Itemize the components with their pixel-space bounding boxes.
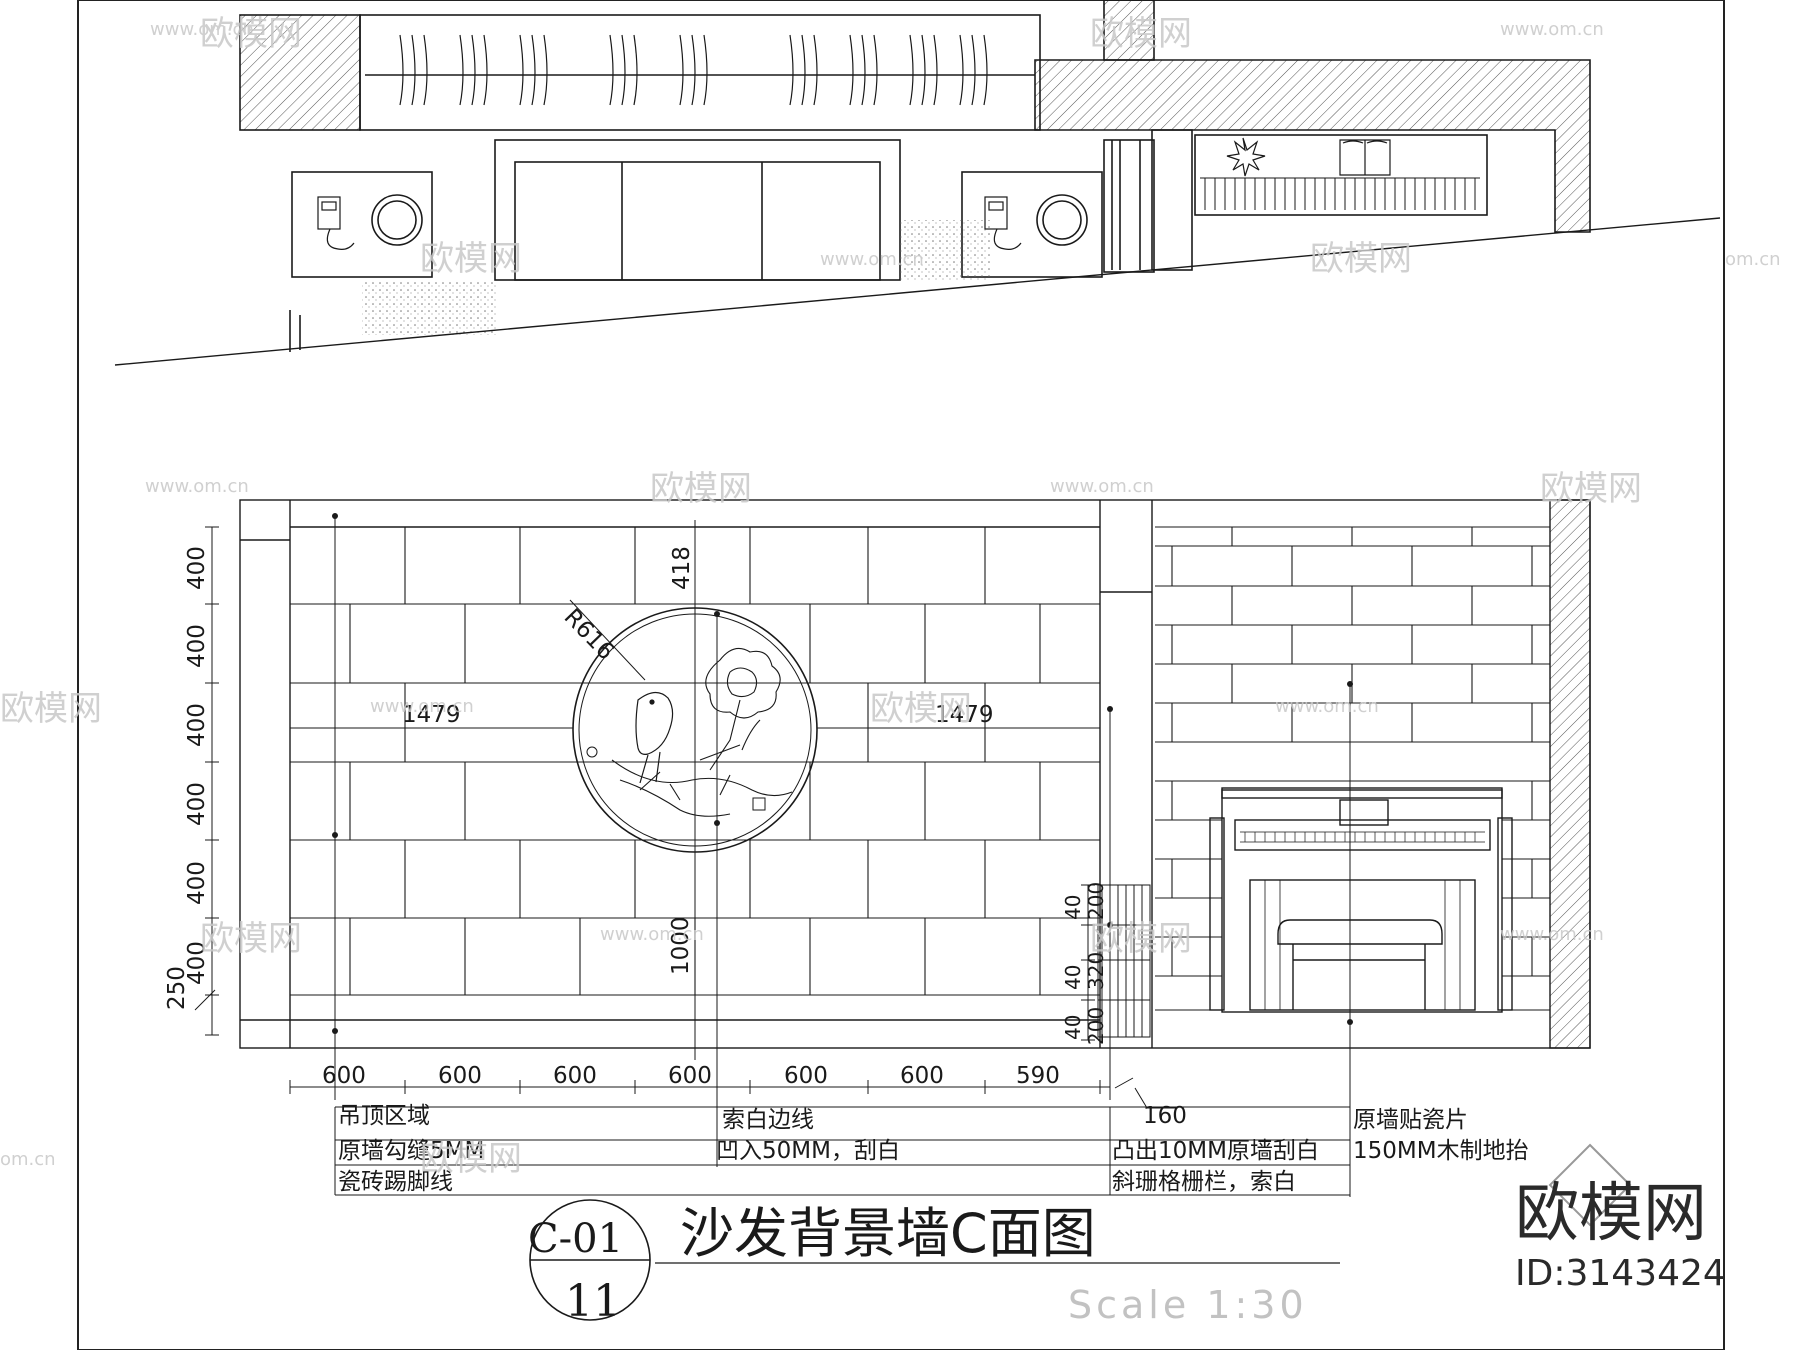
left-row-dim: 400 (184, 703, 210, 747)
right-stack-dim: 320 (1084, 952, 1108, 990)
right-stack-dim: 40 (1061, 895, 1085, 920)
dimension-lines (194, 513, 1353, 1197)
radius-label: R616 (559, 604, 619, 665)
sheet-number: 11 (565, 1276, 621, 1327)
plan-view (114, 0, 1721, 366)
drawing-title: 沙发背景墙C面图 (680, 1202, 1096, 1265)
scale-label: Scale 1:30 (1068, 1283, 1308, 1327)
note-text: 瓷砖踢脚线 (338, 1169, 453, 1195)
phone-icon (984, 196, 1022, 250)
note-text: 原墙勾缝5MM (338, 1138, 484, 1164)
phone-icon (317, 196, 355, 250)
watermark-brand: 欧模网 (200, 919, 302, 959)
plan-piano-keys (1200, 177, 1480, 210)
bird-icon (635, 691, 674, 784)
watermark-brand: 欧模网 (1310, 239, 1412, 279)
watermark-brand: 欧模网 (200, 14, 302, 54)
book-icon (1339, 139, 1391, 176)
elevation-wall-right (1549, 499, 1591, 1049)
plan-wall-left (239, 14, 361, 131)
bottom-dim: 600 (553, 1063, 597, 1089)
bottom-dim: 600 (322, 1063, 366, 1089)
note-text: 150MM木制地抬 (1353, 1138, 1529, 1164)
brand-stamp: 欧模网 ID:3143424 (1515, 1143, 1726, 1294)
watermark-brand: 欧模网 (650, 469, 752, 509)
watermark-brand: 欧模网 (420, 239, 522, 279)
watermark-site: www.om.cn (1500, 19, 1604, 40)
bottom-dim: 600 (784, 1063, 828, 1089)
watermark-brand: 欧模网 (420, 1139, 522, 1179)
plan-wall-column (1103, 0, 1155, 61)
plan-piano (1194, 134, 1488, 216)
plan-side-table-left (291, 171, 433, 278)
base-dim: 250 (164, 966, 190, 1010)
right-span-label: 1479 (935, 702, 994, 728)
right-stack-dim: 40 (1061, 965, 1085, 990)
watermark-brand: 欧模网 (870, 689, 972, 729)
side-dim: 160 (1143, 1103, 1187, 1129)
title-block: C-01 11 沙发背景墙C面图 Scale 1:30 (528, 1199, 1340, 1327)
watermark-brand: 欧模网 (0, 689, 102, 729)
sheet-border (77, 0, 1725, 1350)
note-text: 吊顶区域 (338, 1103, 430, 1129)
branch-icon (611, 759, 793, 817)
note-text: 原墙贴瓷片 (1353, 1107, 1468, 1133)
left-row-dim: 400 (184, 941, 210, 985)
watermark-site: www.om.cn (1275, 696, 1379, 717)
medallion-drop-label: 1000 (668, 916, 694, 975)
piano-elevation (1209, 787, 1513, 1013)
watermark-site: www.om.cn (820, 249, 924, 270)
elevation-wall (239, 499, 1591, 1049)
watermark-site: www.om.cn (145, 476, 249, 497)
bottom-dim: 600 (438, 1063, 482, 1089)
left-row-dim: 400 (184, 546, 210, 590)
right-stack-dim: 200 (1084, 882, 1108, 920)
watermark-site: www.om.cn (1500, 924, 1604, 945)
watermark-site: om.cn (0, 1149, 56, 1170)
right-stack-dim: 40 (1061, 1015, 1085, 1040)
brand-logo-text: 欧模网 (1515, 1177, 1707, 1251)
watermark-site: www.om.cn (370, 696, 474, 717)
watermark-site: www.om.cn (600, 924, 704, 945)
lamp-icon (371, 194, 423, 246)
note-text: 凹入50MM，刮白 (716, 1138, 900, 1164)
watermark-brand: 欧模网 (1090, 919, 1192, 959)
flower-icon (1226, 137, 1266, 177)
material-notes: 吊顶区域 原墙勾缝5MM 瓷砖踢脚线 索白边线 凹入50MM，刮白 凸出10MM… (338, 1103, 1529, 1195)
watermark-site: www.om.cn (150, 19, 254, 40)
right-stack-dim: 200 (1084, 1007, 1108, 1045)
top-gap-label: 418 (669, 546, 695, 590)
left-row-dim: 400 (184, 861, 210, 905)
watermark-brand: 欧模网 (1090, 14, 1192, 54)
watermark-brand: 欧模网 (1540, 469, 1642, 509)
plan-ceiling-strip (359, 14, 1041, 131)
watermarks: 欧模网 欧模网 欧模网 欧模网 欧模网 欧模网 欧模网 欧模网 欧模网 欧模网 … (0, 14, 1781, 1179)
note-text: 凸出10MM原墙刮白 (1112, 1138, 1319, 1164)
dimension-text: R616 418 1479 1479 1000 400 400 400 400 … (164, 546, 1187, 1129)
watermark-site: om.cn (1725, 249, 1781, 270)
note-text: 斜珊格栅栏，索白 (1112, 1169, 1296, 1195)
note-text: 索白边线 (722, 1107, 814, 1133)
plan-section-line (114, 217, 1721, 366)
plan-wall-right (1034, 59, 1591, 233)
bottom-dim: 600 (668, 1063, 712, 1089)
brand-id: ID:3143424 (1515, 1253, 1726, 1294)
plan-sofa-seat (514, 161, 881, 281)
watermark-site: www.om.cn (1050, 476, 1154, 497)
sheet-code: C-01 (528, 1216, 623, 1262)
left-row-dim: 400 (184, 782, 210, 826)
peony-icon (699, 647, 781, 771)
left-row-dim: 400 (184, 624, 210, 668)
left-span-label: 1479 (402, 702, 461, 728)
bottom-dim: 590 (1016, 1063, 1060, 1089)
lamp-icon (1036, 194, 1088, 246)
bottom-dim: 600 (900, 1063, 944, 1089)
plan-ceiling-fins (399, 34, 988, 106)
